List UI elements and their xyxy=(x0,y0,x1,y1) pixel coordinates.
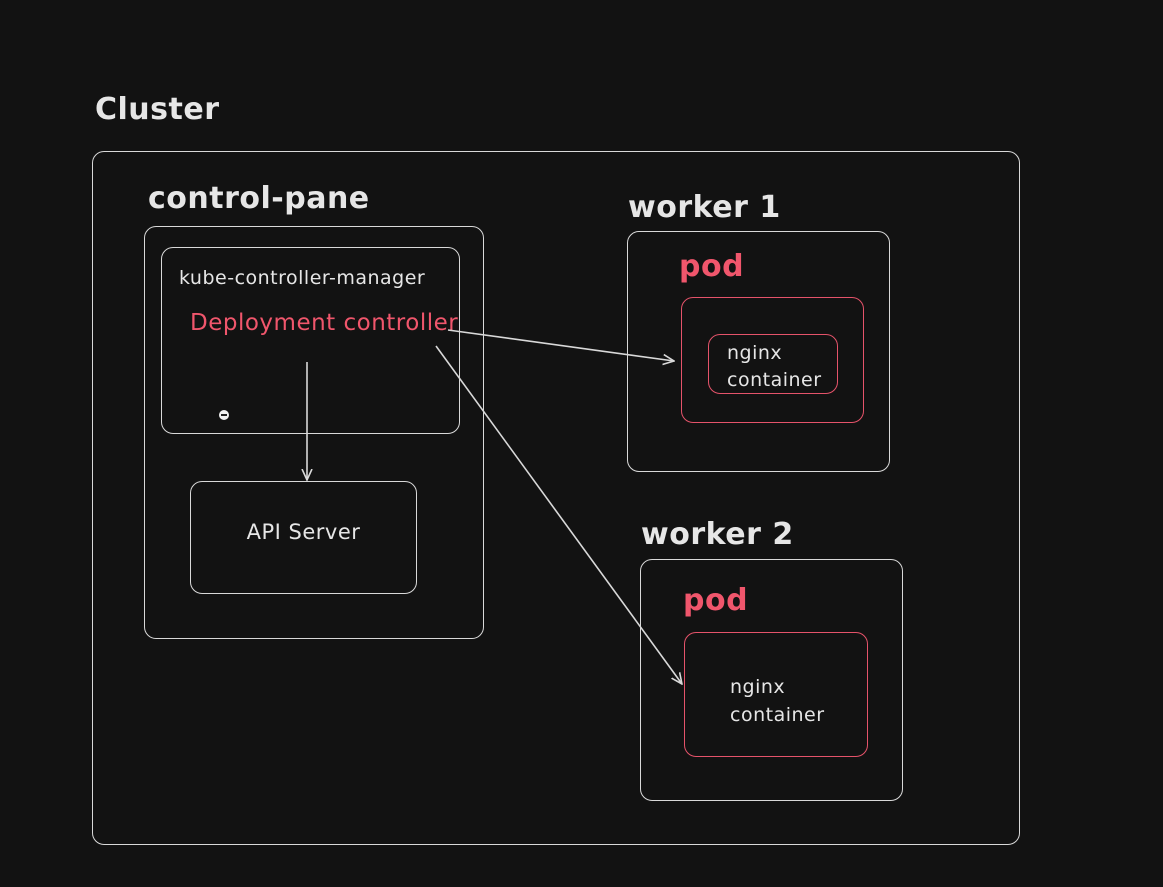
cluster-label: Cluster xyxy=(95,92,220,127)
cursor-pointer-icon xyxy=(219,410,229,420)
worker1-container-line1: nginx xyxy=(727,342,783,364)
worker1-container-line2: container xyxy=(727,369,822,391)
worker1-container-box xyxy=(708,334,838,394)
worker2-pod-label: pod xyxy=(683,583,749,618)
worker2-container-line1: nginx xyxy=(730,676,786,698)
deployment-controller-label: Deployment controller xyxy=(190,310,459,336)
worker2-container-line2: container xyxy=(730,704,825,726)
api-server-box xyxy=(190,481,417,594)
api-server-label: API Server xyxy=(246,520,361,544)
worker1-label: worker 1 xyxy=(628,190,781,225)
worker2-label: worker 2 xyxy=(641,517,794,552)
worker1-pod-label: pod xyxy=(679,249,745,284)
kube-controller-manager-label: kube-controller-manager xyxy=(179,267,426,289)
worker2-container-box xyxy=(684,632,868,757)
control-plane-label: control-pane xyxy=(148,181,370,216)
cluster-box xyxy=(92,151,1020,845)
